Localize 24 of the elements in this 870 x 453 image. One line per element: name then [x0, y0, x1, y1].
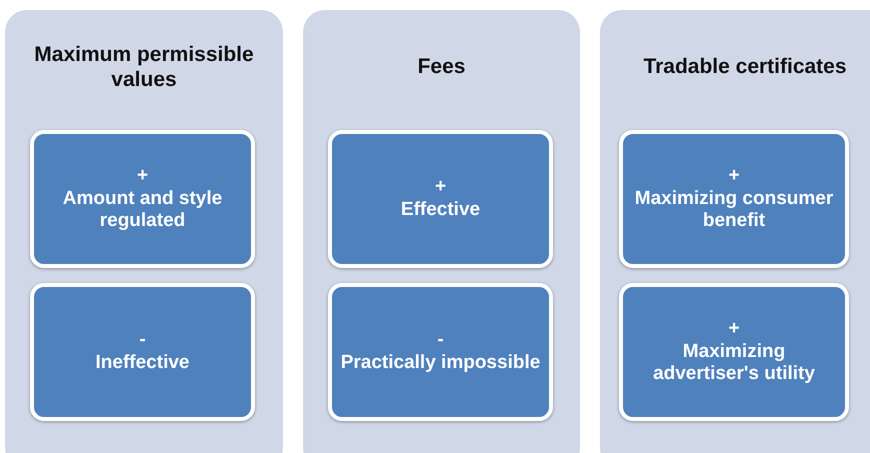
point-text: -: [436, 329, 445, 352]
category-panel: [303, 10, 580, 453]
category-panel: [5, 10, 283, 453]
point-box: [30, 283, 255, 421]
point-text: Practically impossible: [340, 352, 542, 375]
point-text: Maximizing consumer benefit: [634, 188, 834, 234]
point-text: Maximizing advertiser's utility: [652, 340, 816, 386]
point-text: +: [727, 318, 741, 341]
point-text: Ineffective: [94, 352, 190, 375]
point-text: +: [727, 164, 741, 188]
point-box: [30, 130, 255, 268]
point-box: [328, 283, 553, 421]
category-panel: [600, 10, 870, 453]
point-box: [619, 283, 849, 421]
point-text: Amount and style regulated: [62, 188, 224, 234]
panel-heading: Fees: [418, 55, 466, 80]
panel-heading: Tradable certificates: [643, 55, 847, 80]
point-box: [328, 130, 553, 268]
point-text: Effective: [400, 199, 482, 222]
point-text: -: [138, 329, 147, 352]
point-box: [619, 130, 849, 268]
point-text: +: [434, 176, 448, 199]
panel-heading: Maximum permissible values: [33, 43, 255, 92]
point-text: +: [136, 164, 150, 188]
